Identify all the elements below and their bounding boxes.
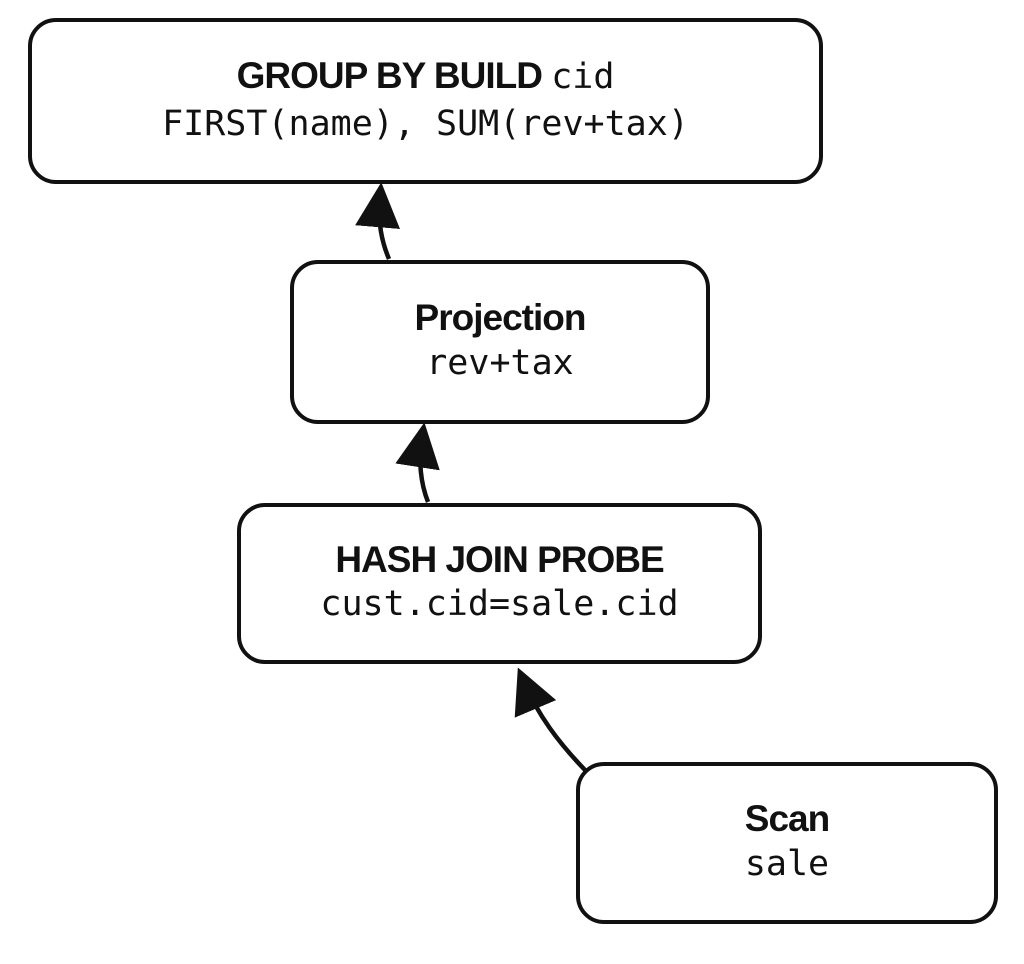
scan-title: Scan xyxy=(744,798,830,840)
projection-node: Projection rev+tax xyxy=(290,260,710,424)
edge-scan-to-hash-join xyxy=(514,667,587,772)
group-by-aggregates: FIRST(name), SUM(rev+tax) xyxy=(162,104,689,144)
group-by-title-text: GROUP BY BUILD xyxy=(236,54,543,96)
edge-projection-to-group-by xyxy=(355,182,400,260)
group-by-title: GROUP BY BUILD cid xyxy=(237,54,615,101)
hash-join-title: HASH JOIN PROBE xyxy=(335,538,664,580)
scan-table: sale xyxy=(744,843,830,884)
projection-title: Projection xyxy=(414,297,587,339)
hash-join-condition: cust.cid=sale.cid xyxy=(320,584,679,625)
group-by-key: cid xyxy=(551,56,615,97)
hash-join-probe-node: HASH JOIN PROBE cust.cid=sale.cid xyxy=(237,503,762,664)
group-by-build-node: GROUP BY BUILD cid FIRST(name), SUM(rev+… xyxy=(28,18,823,184)
scan-node: Scan sale xyxy=(576,762,998,924)
projection-expression: rev+tax xyxy=(426,342,574,383)
edge-hash-join-to-projection xyxy=(395,422,440,503)
